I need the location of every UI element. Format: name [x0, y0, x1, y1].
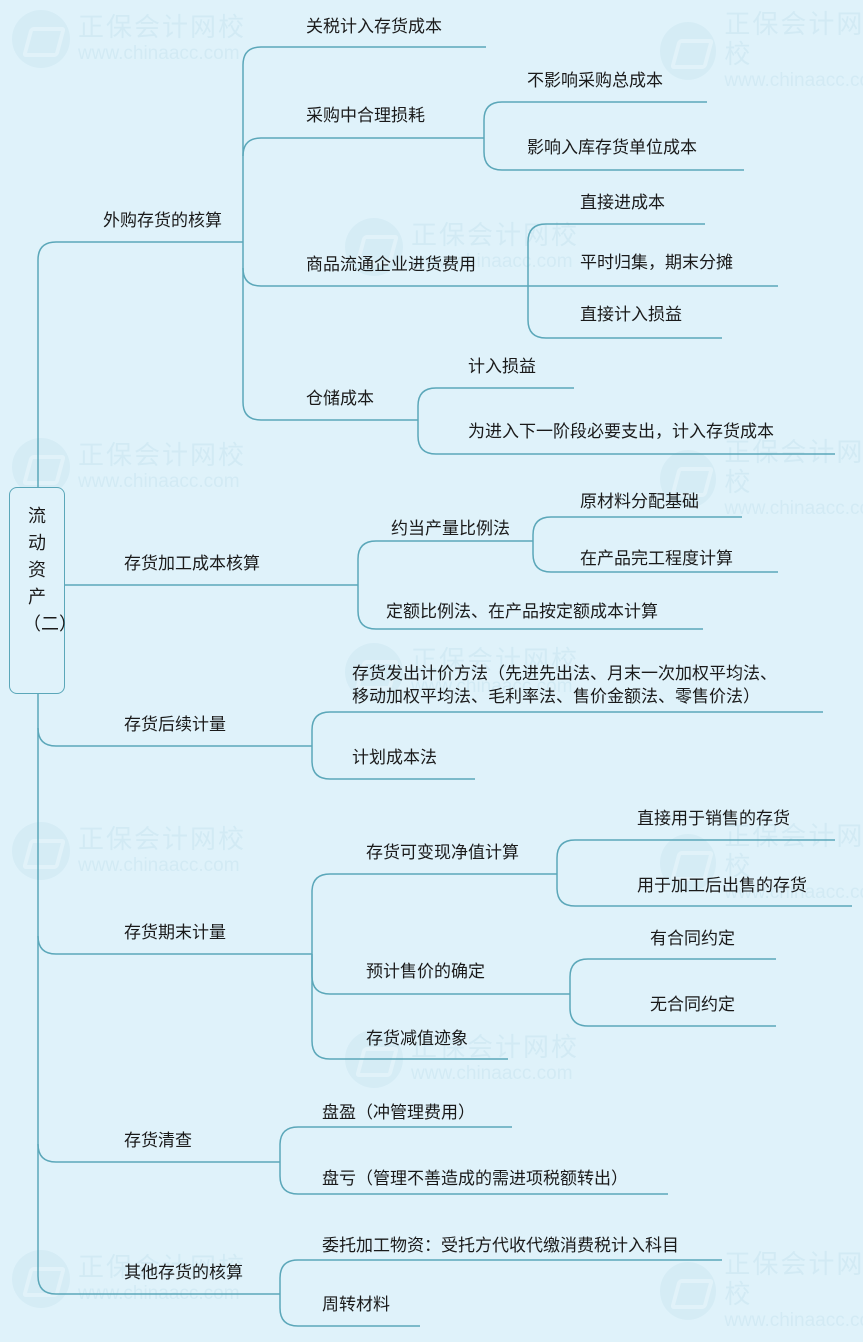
node-processing: 存货加工成本核算 [124, 554, 260, 574]
node-equivalent-item: 在产品完工程度计算 [580, 549, 733, 569]
node-trade-item: 平时归集，期末分摊 [580, 253, 733, 273]
node-pricing: 移动加权平均法、毛利率法、售价金额法、零售价法） [352, 687, 760, 707]
node-ending: 存货期末计量 [124, 923, 226, 943]
node-surplus: 盘盈（冲管理费用） [322, 1103, 475, 1123]
node-storage: 仓储成本 [306, 389, 374, 409]
node-shortage: 盘亏（管理不善造成的需进项税额转出） [322, 1169, 628, 1189]
node-loss-item: 不影响采购总成本 [527, 71, 663, 91]
node-trade-item: 直接计入损益 [580, 305, 682, 325]
node-equivalent: 约当产量比例法 [391, 519, 510, 539]
node-impairment: 存货减值迹象 [366, 1029, 468, 1049]
node-plan: 计划成本法 [352, 748, 437, 768]
node-loss-item: 影响入库存货单位成本 [527, 138, 697, 158]
node-nrv-item: 用于加工后出售的存货 [637, 876, 807, 896]
node-consigned: 委托加工物资：受托方代收代缴消费税计入科目 [322, 1236, 679, 1256]
node-quota: 定额比例法、在产品按定额成本计算 [386, 602, 658, 622]
node-other: 其他存货的核算 [124, 1263, 243, 1283]
node-subsequent: 存货后续计量 [124, 715, 226, 735]
node-price: 预计售价的确定 [366, 962, 485, 982]
node-purchase: 外购存货的核算 [103, 211, 222, 231]
node-equivalent-item: 原材料分配基础 [580, 492, 699, 512]
node-revolving: 周转材料 [322, 1295, 390, 1315]
node-price-item: 无合同约定 [650, 995, 735, 1015]
node-price-item: 有合同约定 [650, 929, 735, 949]
node-loss: 采购中合理损耗 [306, 106, 425, 126]
node-tariff: 关税计入存货成本 [306, 17, 442, 37]
node-trade: 商品流通企业进货费用 [306, 255, 476, 275]
node-nrv: 存货可变现净值计算 [366, 843, 519, 863]
root-label: 流动资产（二） [23, 506, 77, 635]
node-trade-item: 直接进成本 [580, 193, 665, 213]
root-node [9, 487, 65, 694]
node-pricing: 存货发出计价方法（先进先出法、月末一次加权平均法、 [352, 664, 777, 684]
node-storage-item: 为进入下一阶段必要支出，计入存货成本 [468, 422, 774, 442]
node-storage-item: 计入损益 [468, 357, 536, 377]
node-nrv-item: 直接用于销售的存货 [637, 809, 790, 829]
node-count: 存货清查 [124, 1131, 192, 1151]
